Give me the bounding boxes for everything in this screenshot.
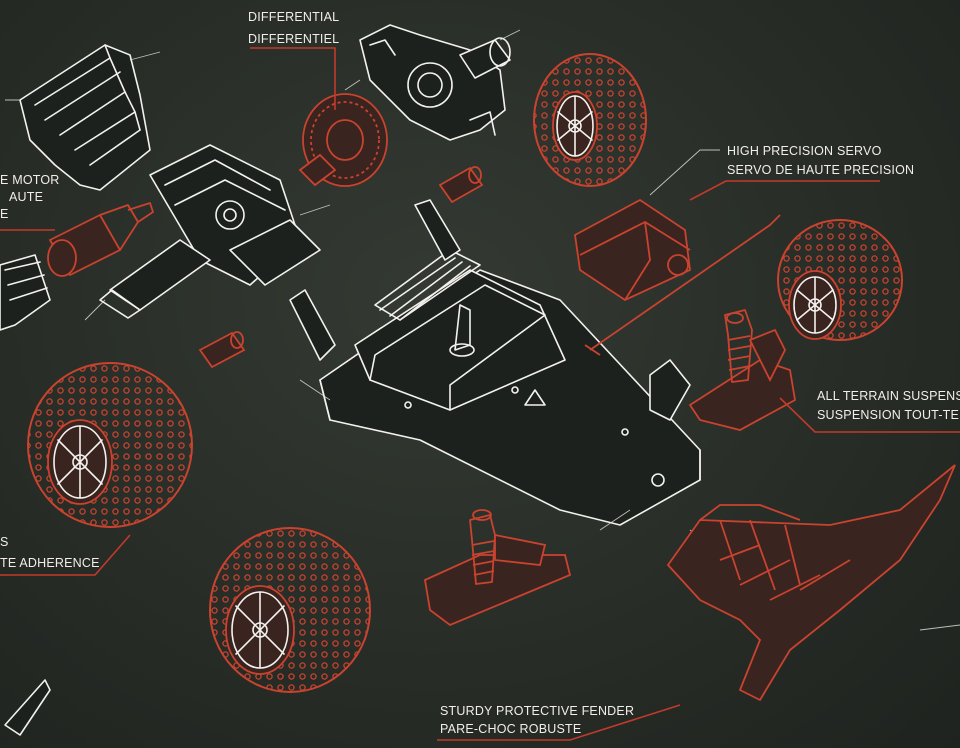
label-tires-en: S [0,535,9,549]
differential-housing [344,24,521,141]
label-fender-fr: PARE-CHOC ROBUSTE [440,722,582,736]
suspension-bottom [423,509,572,627]
servo-part [574,149,781,356]
axle-pins [198,166,484,369]
label-suspension: ALL TERRAIN SUSPENSION SUSPENSION TOUT-T… [817,388,960,424]
label-motor-fr: AUTE [9,190,44,204]
label-leaders [689,180,880,201]
label-tires-fr: TE ADHERENCE [0,556,100,570]
label-differential: DIFFERENTIAL DIFFERENTIEL [248,9,339,48]
battery-edge [0,254,51,331]
tire-left [0,362,193,576]
motor-part [0,202,154,277]
tire-top [533,53,647,187]
transmission-assembly [84,144,331,321]
gearbox-housing [5,44,161,191]
fender-part [437,464,960,741]
label-motor: E MOTOR AUTE E [0,172,60,223]
tire-bottom [209,527,371,693]
label-motor-en: E MOTOR [0,173,60,187]
label-fender: STURDY PROTECTIVE FENDER PARE-CHOC ROBUS… [440,703,634,738]
label-servo-fr: SERVO DE HAUTE PRECISION [727,163,915,177]
label-differential-fr: DIFFERENTIEL [248,32,340,46]
label-tires: S TE ADHERENCE [0,534,100,572]
label-motor-fr2: E [0,207,9,221]
label-servo-en: HIGH PRECISION SERVO [727,144,882,158]
chassis [289,199,721,551]
corner-fragment [4,679,51,736]
label-suspension-en: ALL TERRAIN SUSPENSION [817,389,960,403]
tire-right [777,219,903,341]
label-differential-en: DIFFERENTIAL [248,10,340,24]
differential-gear [250,47,388,187]
label-fender-en: STURDY PROTECTIVE FENDER [440,704,635,718]
label-servo: HIGH PRECISION SERVO SERVO DE HAUTE PREC… [727,143,914,179]
label-suspension-fr: SUSPENSION TOUT-TERRAIN [817,408,960,422]
suspension-right [688,309,960,433]
